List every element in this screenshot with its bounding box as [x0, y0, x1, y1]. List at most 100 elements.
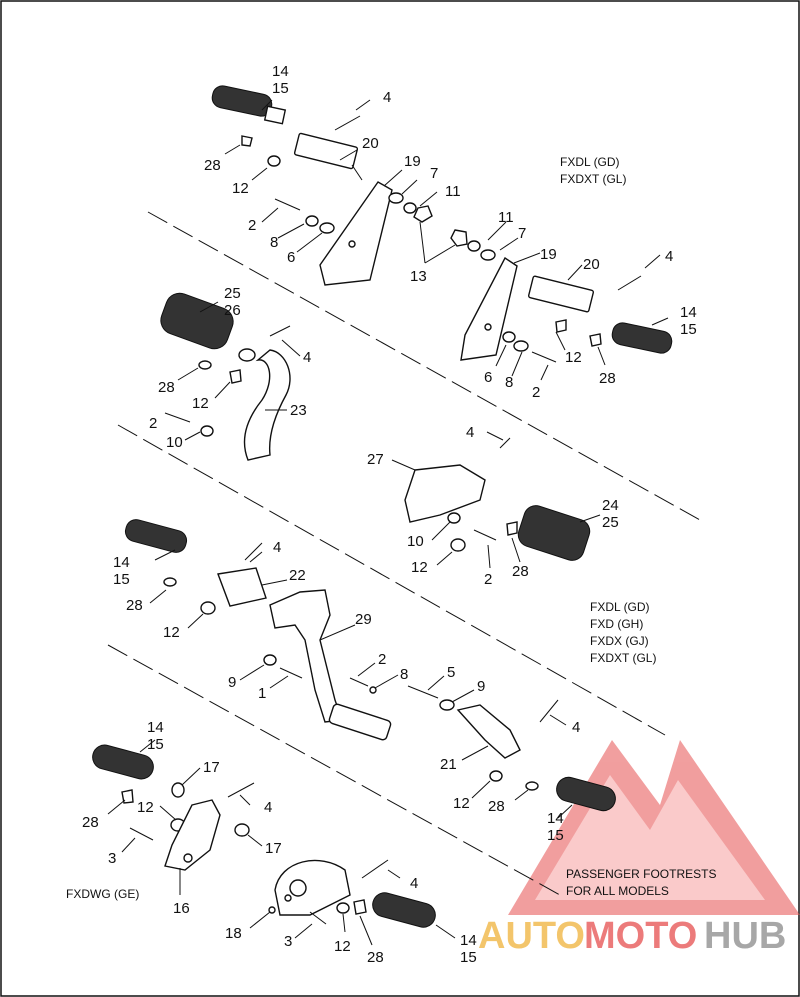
callout-11: 11: [445, 183, 461, 200]
callout-4: 4: [264, 799, 272, 816]
callout-20: 20: [362, 135, 379, 152]
callout-22: 22: [289, 567, 306, 584]
callout-15: 15: [680, 321, 697, 338]
callout-19: 19: [540, 246, 557, 263]
callout-23: 23: [290, 402, 307, 419]
callout-6: 6: [287, 249, 295, 266]
callout-14: 14: [547, 810, 564, 827]
callout-2: 2: [248, 217, 256, 234]
callout-8: 8: [505, 374, 513, 391]
callout-14: 14: [680, 304, 697, 321]
model-labels: FXDL (GD) FXDXT (GL) FXDL (GD) FXD (GH) …: [66, 155, 716, 901]
bracket-23: [243, 349, 291, 461]
callout-28: 28: [599, 370, 616, 387]
callout-4: 4: [273, 539, 281, 556]
mount-20-left: [293, 132, 359, 170]
leader-lines-s4: [107, 739, 456, 946]
separator-lines: [107, 211, 701, 896]
callout-3: 3: [284, 933, 292, 950]
footpeg-rubber-24: [517, 505, 591, 561]
mount-20-right: [527, 275, 595, 313]
callout-8: 8: [400, 666, 408, 683]
callout-14: 14: [272, 63, 289, 80]
model-label: FXDX (GJ): [590, 634, 649, 648]
section-mid-controls: [124, 519, 616, 819]
callout-10: 10: [166, 434, 183, 451]
callout-12: 12: [232, 180, 249, 197]
callout-27: 27: [367, 451, 384, 468]
model-label: FXDL (GD): [590, 600, 650, 614]
callout-12: 12: [192, 395, 209, 412]
footpeg-right-bottom: [372, 892, 436, 928]
leader-lines-s1: [224, 99, 669, 381]
callout-28: 28: [488, 798, 505, 815]
section-left-footboard: [160, 292, 601, 569]
callout-28: 28: [512, 563, 529, 580]
callout-12: 12: [453, 795, 470, 812]
leader-lines-s2: [177, 301, 601, 569]
callout-7: 7: [518, 225, 526, 242]
leader-lines-s3: [149, 549, 573, 819]
callout-20: 20: [583, 256, 600, 273]
callout-9: 9: [228, 674, 236, 691]
callout-28: 28: [367, 949, 384, 966]
passenger-note: FOR ALL MODELS: [566, 884, 669, 898]
watermark-part2: MOTO: [584, 915, 697, 957]
callout-14: 14: [147, 719, 164, 736]
callout-11: 11: [498, 209, 514, 226]
callout-2: 2: [149, 415, 157, 432]
callout-12: 12: [565, 349, 582, 366]
callout-4: 4: [665, 248, 673, 265]
callout-17: 17: [265, 840, 282, 857]
footpeg-right-mid: [556, 776, 616, 812]
plate-19-right: [460, 256, 518, 361]
callout-15: 15: [147, 736, 164, 753]
bracket-27: [404, 464, 486, 523]
callout-25: 25: [602, 514, 619, 531]
footpeg-right-top: [611, 322, 673, 354]
callout-16: 16: [173, 900, 190, 917]
callout-29: 29: [355, 611, 372, 628]
callout-28: 28: [204, 157, 221, 174]
callout-2: 2: [484, 571, 492, 588]
callout-21: 21: [440, 756, 457, 773]
model-label: FXD (GH): [590, 617, 643, 631]
callout-12: 12: [137, 799, 154, 816]
section-rider-footrests: [211, 85, 673, 381]
callout-7: 7: [430, 165, 438, 182]
callout-4: 4: [466, 424, 474, 441]
callout-13: 13: [410, 268, 427, 285]
callout-17: 17: [203, 759, 220, 776]
callout-15: 15: [547, 827, 564, 844]
callout-15: 15: [113, 571, 130, 588]
watermark-text: AUTO MOTO HUB: [478, 915, 786, 957]
callout-9: 9: [477, 678, 485, 695]
callout-15: 15: [272, 80, 289, 97]
callout-2: 2: [378, 651, 386, 668]
model-label: FXDXT (GL): [560, 172, 626, 186]
passenger-note: PASSENGER FOOTRESTS: [566, 867, 716, 881]
footpeg-rubber-25: [160, 292, 234, 350]
callout-4: 4: [572, 719, 580, 736]
callout-10: 10: [407, 533, 424, 550]
watermark-part3: HUB: [704, 915, 786, 957]
callout-6: 6: [484, 369, 492, 386]
callout-15: 15: [460, 949, 477, 966]
plate-19-left: [319, 181, 393, 286]
watermark-part1: AUTO: [478, 915, 585, 957]
callout-18: 18: [225, 925, 242, 942]
callout-24: 24: [602, 497, 619, 514]
model-label: FXDL (GD): [560, 155, 620, 169]
callout-2: 2: [532, 384, 540, 401]
footpeg-left-top: [211, 85, 287, 125]
callout-4: 4: [410, 875, 418, 892]
model-label: FXDXT (GL): [590, 651, 656, 665]
callout-5: 5: [447, 664, 455, 681]
lever-29: [269, 589, 343, 723]
callout-19: 19: [404, 153, 421, 170]
bracket-21: [456, 704, 521, 759]
model-label: FXDWG (GE): [66, 887, 139, 901]
callout-14: 14: [113, 554, 130, 571]
